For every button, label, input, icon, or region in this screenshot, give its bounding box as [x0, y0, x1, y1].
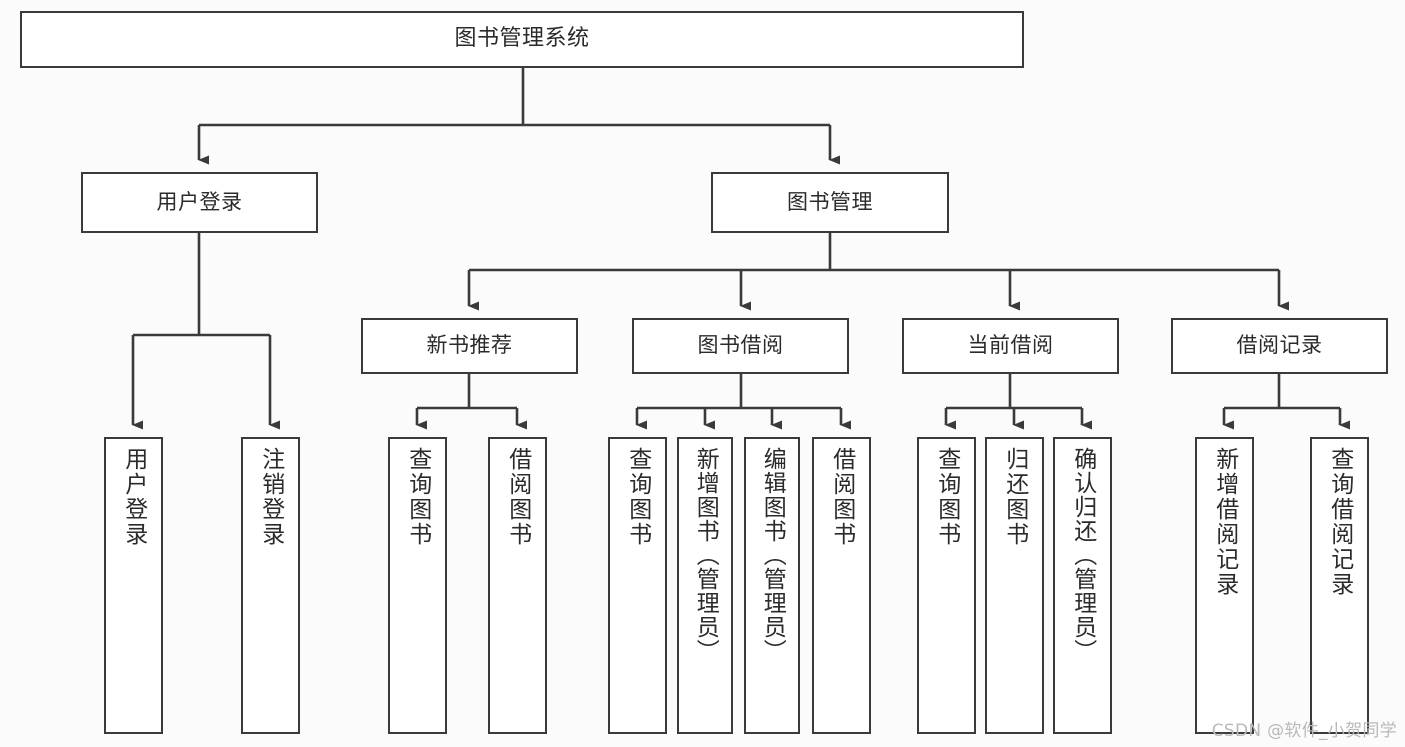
- node-label: 编辑图书（管理员）: [759, 447, 786, 663]
- node-label: 借阅记录: [1236, 333, 1323, 358]
- node-label: 新书推荐: [426, 333, 513, 358]
- node-user-login[interactable]: 用户登录: [81, 172, 318, 233]
- leaf-query-book-recommend[interactable]: 查询图书: [388, 437, 447, 734]
- node-label: 用户登录: [120, 447, 147, 547]
- leaf-query-book-borrow[interactable]: 查询图书: [608, 437, 667, 734]
- leaf-user-login[interactable]: 用户登录: [104, 437, 163, 734]
- leaf-confirm-return-admin[interactable]: 确认归还（管理员）: [1053, 437, 1112, 734]
- leaf-logout[interactable]: 注销登录: [241, 437, 300, 734]
- node-label: 用户登录: [156, 189, 243, 214]
- node-label: 图书借阅: [697, 333, 784, 358]
- node-label: 新增图书（管理员）: [692, 447, 719, 663]
- leaf-return-book[interactable]: 归还图书: [985, 437, 1044, 734]
- node-book-borrow[interactable]: 图书借阅: [632, 318, 849, 374]
- node-label: 查询图书: [624, 447, 651, 547]
- leaf-borrow-book[interactable]: 借阅图书: [812, 437, 871, 734]
- node-label: 当前借阅: [967, 333, 1054, 358]
- leaf-query-borrow-record[interactable]: 查询借阅记录: [1310, 437, 1369, 734]
- node-label: 查询图书: [404, 447, 431, 547]
- leaf-borrow-book-recommend[interactable]: 借阅图书: [488, 437, 547, 734]
- node-label: 新增借阅记录: [1211, 447, 1238, 597]
- node-label: 查询图书: [933, 447, 960, 547]
- node-book-management[interactable]: 图书管理: [711, 172, 949, 233]
- node-new-book-recommend[interactable]: 新书推荐: [361, 318, 578, 374]
- node-label: 借阅图书: [828, 447, 855, 547]
- leaf-add-borrow-record[interactable]: 新增借阅记录: [1195, 437, 1254, 734]
- node-label: 借阅图书: [504, 447, 531, 547]
- node-current-borrow[interactable]: 当前借阅: [902, 318, 1119, 374]
- csdn-watermark: CSDN @软件_小贺同学: [1211, 721, 1397, 741]
- node-label: 注销登录: [257, 447, 284, 547]
- node-label: 查询借阅记录: [1326, 447, 1353, 597]
- node-label: 归还图书: [1001, 447, 1028, 547]
- node-borrow-record[interactable]: 借阅记录: [1171, 318, 1388, 374]
- leaf-edit-book-admin[interactable]: 编辑图书（管理员）: [744, 437, 800, 734]
- leaf-query-book-current[interactable]: 查询图书: [917, 437, 976, 734]
- node-label: 确认归还（管理员）: [1069, 447, 1096, 663]
- node-label: 图书管理: [787, 189, 873, 214]
- node-label: 图书管理系统: [454, 26, 590, 52]
- leaf-add-book-admin[interactable]: 新增图书（管理员）: [677, 437, 733, 734]
- node-root-system[interactable]: 图书管理系统: [20, 11, 1024, 68]
